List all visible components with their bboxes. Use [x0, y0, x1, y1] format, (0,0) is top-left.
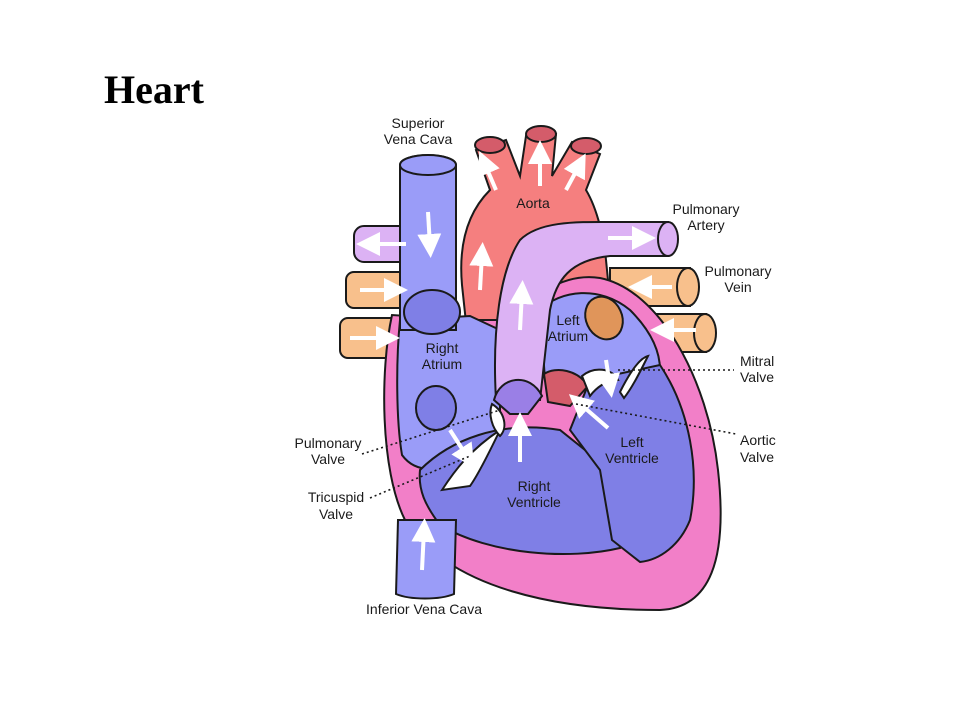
label-pulmonary-valve: Pulmonary Valve — [295, 435, 362, 467]
label-line: Valve — [311, 451, 345, 467]
label-line: Ventricle — [507, 494, 561, 510]
label-inferior-vena-cava: Inferior Vena Cava — [366, 601, 482, 617]
label-line: Pulmonary — [705, 263, 772, 279]
page-title: Heart — [104, 67, 204, 112]
label-aortic-valve: Aortic Valve — [740, 432, 776, 465]
pulmonary-valve — [492, 379, 544, 415]
label-line: Vena Cava — [384, 131, 453, 147]
label-line: Tricuspid — [308, 489, 364, 505]
label-line: Ventricle — [605, 450, 659, 466]
label-line: Right — [518, 478, 551, 494]
label-line: Pulmonary — [295, 435, 362, 451]
label-line: Valve — [319, 506, 353, 522]
label-line: Artery — [687, 217, 724, 233]
label-line: Pulmonary — [673, 201, 740, 217]
label-line: Atrium — [548, 328, 588, 344]
label-line: Left — [556, 312, 579, 328]
label-pulmonary-vein: Pulmonary Vein — [705, 263, 772, 295]
label-left-ventricle: Left Ventricle — [605, 434, 659, 466]
label-line: Atrium — [422, 356, 462, 372]
label-line: Vein — [724, 279, 751, 295]
label-line: Mitral — [740, 353, 774, 369]
label-right-atrium: Right Atrium — [422, 340, 462, 372]
label-line: Aortic — [740, 432, 776, 448]
leader-lines — [361, 369, 737, 499]
label-line: Right — [426, 340, 459, 356]
flow-arrows — [350, 140, 696, 571]
label-pulmonary-artery: Pulmonary Artery — [673, 201, 740, 233]
label-line: Valve — [740, 449, 774, 465]
label-left-atrium: Left Atrium — [548, 312, 588, 344]
label-line: Valve — [740, 369, 774, 385]
pulmonary-vein-opening — [584, 295, 624, 341]
label-tricuspid-valve: Tricuspid Valve — [308, 489, 364, 522]
label-line: Superior — [392, 115, 445, 131]
left-ventricle — [568, 363, 695, 564]
label-right-ventricle: Right Ventricle — [507, 478, 561, 510]
label-superior-vena-cava: Superior Vena Cava — [384, 115, 453, 147]
label-line: Left — [620, 434, 643, 450]
label-aorta: Aorta — [516, 195, 550, 211]
label-mitral-valve: Mitral Valve — [740, 353, 774, 385]
pulmonary-artery — [494, 220, 679, 401]
